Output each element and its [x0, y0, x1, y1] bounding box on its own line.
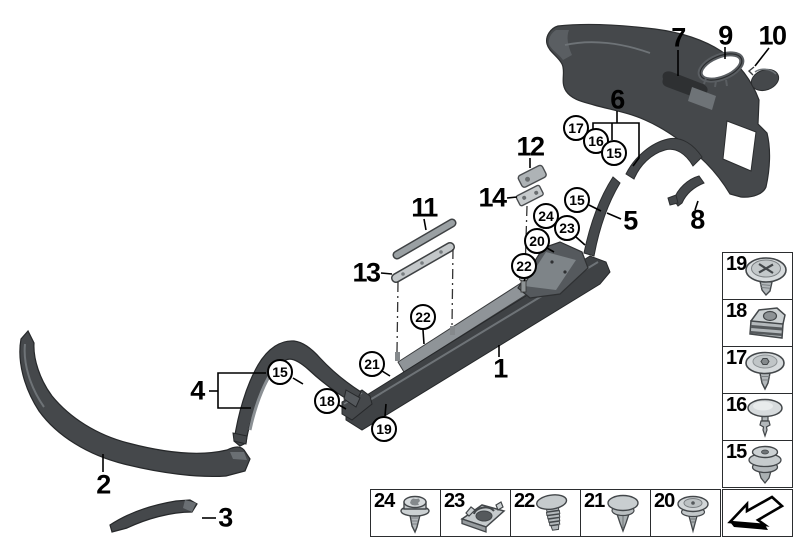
rocker-panel-shape [345, 241, 611, 431]
sealing-rivet-icon [677, 495, 709, 534]
ribbed-expansion-plug-icon [536, 494, 568, 531]
legend-box-direction[interactable] [722, 489, 793, 537]
legend-box-15[interactable]: 15 [722, 440, 793, 488]
legend-box-23[interactable]: 23 [440, 489, 511, 537]
legend-number: 15 [726, 441, 747, 463]
part-label-14[interactable]: 14 [478, 182, 507, 213]
callout-circle-22[interactable]: 22 [511, 253, 537, 279]
legend-number: 18 [726, 300, 747, 322]
callout-circle-22[interactable]: 22 [410, 304, 436, 330]
dome-head-rivet-icon [745, 351, 785, 391]
rear-arch-trim-shape [625, 137, 703, 180]
bracket-12-shape [517, 164, 547, 188]
legend-number: 23 [444, 490, 465, 512]
tow-hook-cap-shape [747, 66, 780, 92]
callout-circle-21[interactable]: 21 [359, 351, 385, 377]
callout-circle-16[interactable]: 16 [583, 128, 609, 154]
washer-head-screw-icon [745, 257, 787, 297]
torx-screw-icon [400, 495, 430, 534]
stacked-grommet-icon [748, 445, 782, 485]
legend-number: 22 [514, 490, 535, 512]
part-label-8[interactable]: 8 [690, 204, 705, 235]
legend-number: 19 [726, 253, 747, 275]
expanding-rivet-icon [607, 494, 639, 533]
part-label-11[interactable]: 11 [411, 192, 438, 223]
callout-circle-24[interactable]: 24 [533, 203, 559, 229]
part-label-6[interactable]: 6 [610, 84, 625, 115]
part-label-5[interactable]: 5 [623, 205, 638, 236]
part-label-1[interactable]: 1 [493, 353, 508, 384]
rear-bumper-shape [546, 23, 771, 198]
callout-circle-17[interactable]: 17 [563, 115, 589, 141]
mushroom-pin-icon [747, 398, 783, 438]
legend-box-24[interactable]: 24 [370, 489, 441, 537]
callout-circle-18[interactable]: 18 [314, 388, 340, 414]
exhaust-trim-ring-shape [697, 51, 745, 88]
callout-circle-15[interactable]: 15 [601, 140, 627, 166]
legend-box-21[interactable]: 21 [580, 489, 651, 537]
part-label-7[interactable]: 7 [671, 22, 686, 53]
adhesive-strip-13-shape [391, 242, 455, 283]
callout-circle-23[interactable]: 23 [554, 215, 580, 241]
legend-number: 16 [726, 394, 747, 416]
part-label-12[interactable]: 12 [516, 131, 545, 162]
legend-number: 17 [726, 347, 747, 369]
legend-box-22[interactable]: 22 [510, 489, 581, 537]
part-label-9[interactable]: 9 [718, 20, 733, 51]
legend-box-16[interactable]: 16 [722, 393, 793, 441]
leader-lines [102, 47, 770, 519]
cage-nut-icon [749, 307, 786, 339]
lip-trim-3-shape [109, 499, 198, 533]
plate-14-shape [515, 184, 544, 207]
legend-box-19[interactable]: 19 [722, 252, 793, 300]
callout-circle-15[interactable]: 15 [267, 359, 293, 385]
callout-circle-20[interactable]: 20 [524, 228, 550, 254]
legend-box-18[interactable]: 18 [722, 299, 793, 347]
part-label-10[interactable]: 10 [758, 20, 787, 51]
legend-box-20[interactable]: 20 [650, 489, 721, 537]
part-label-4[interactable]: 4 [190, 375, 205, 406]
legend-number: 21 [584, 490, 605, 512]
legend-box-17[interactable]: 17 [722, 346, 793, 394]
arch-strip-5-shape [583, 176, 621, 257]
legend-number: 20 [654, 490, 675, 512]
part-label-13[interactable]: 13 [352, 257, 381, 288]
bracket-8-shape [667, 175, 705, 207]
adhesive-strip-11-shape [392, 218, 457, 260]
callout-circle-15[interactable]: 15 [564, 187, 590, 213]
legend-number: 24 [374, 490, 395, 512]
front-arch-trim-shape [232, 340, 362, 447]
callout-circle-19[interactable]: 19 [371, 416, 397, 442]
front-lip-shape [19, 329, 251, 478]
direction-arrow-icon [727, 495, 785, 530]
speed-nut-clip-icon [460, 501, 506, 533]
part-label-3[interactable]: 3 [218, 502, 233, 533]
part-label-2[interactable]: 2 [96, 469, 111, 500]
